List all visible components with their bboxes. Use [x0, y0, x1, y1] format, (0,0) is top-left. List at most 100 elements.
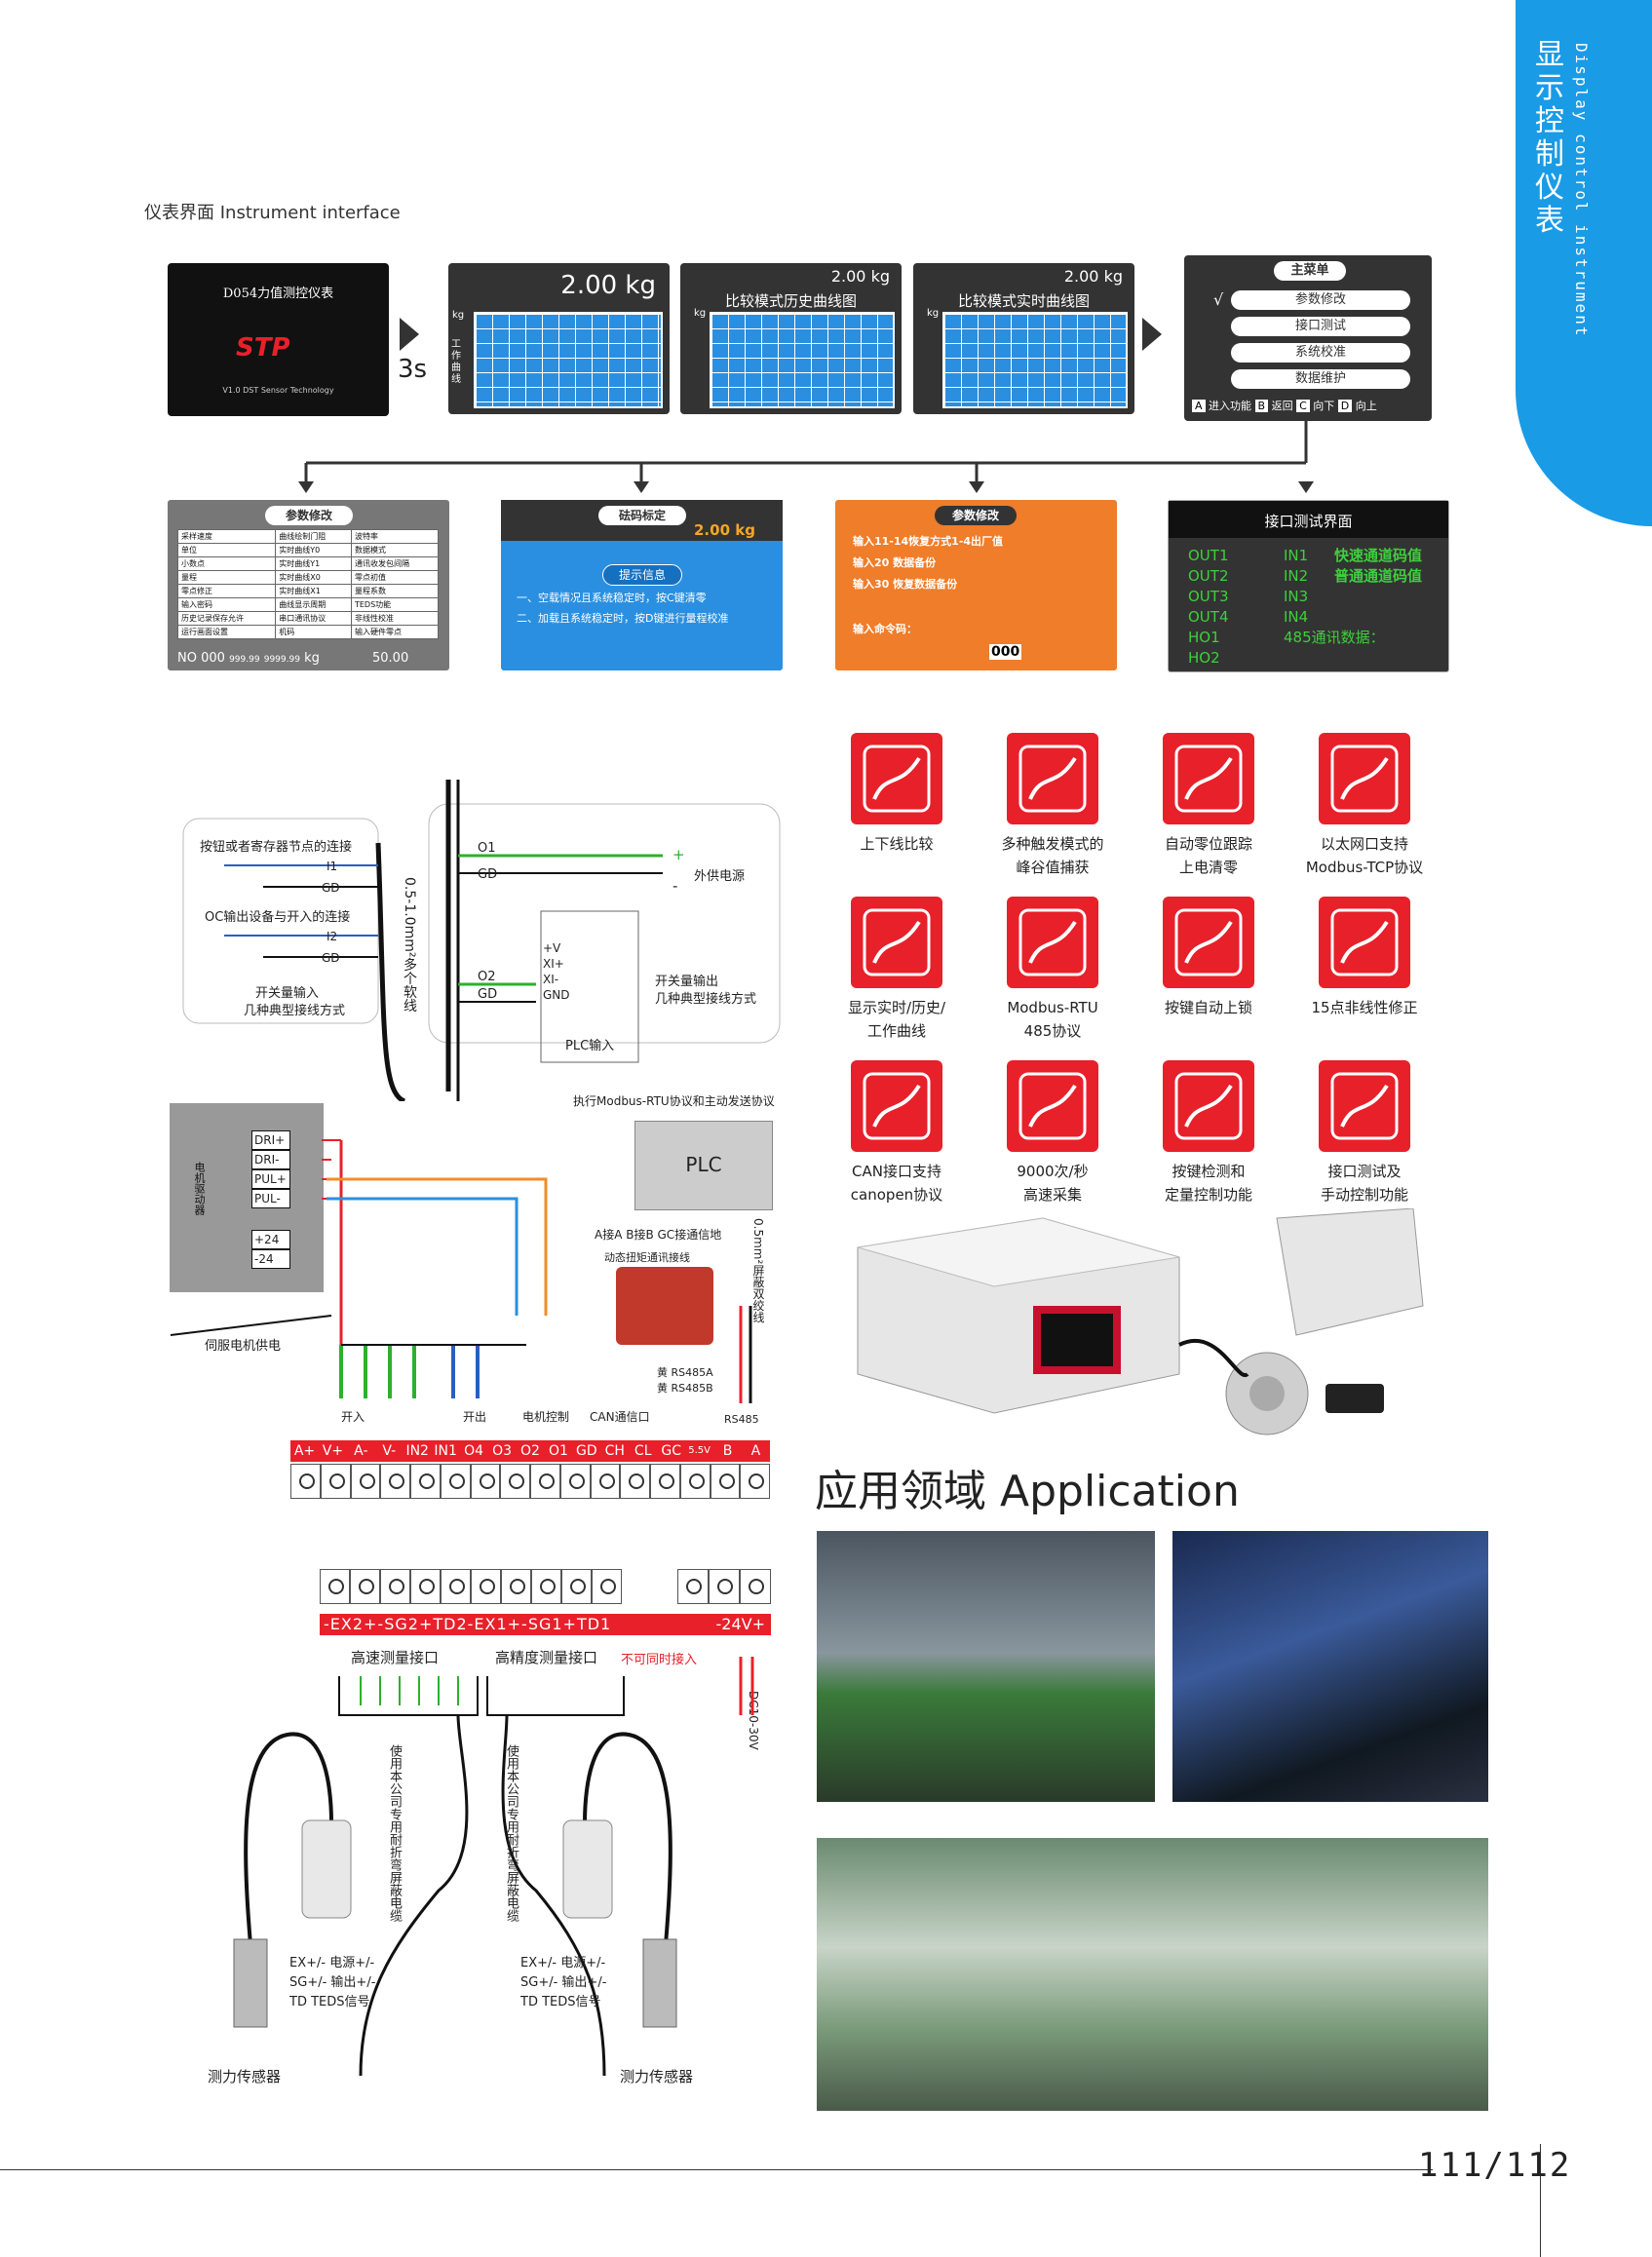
footer-divider-vertical [1540, 2144, 1541, 2257]
table-row: 采样速度曲线绘制门阻波特率 [176, 529, 440, 544]
feature-label: 显示实时/历史/ [847, 999, 946, 1016]
table-cell[interactable]: 串口通讯协议 [275, 611, 352, 626]
terminal-screw[interactable] [350, 1464, 381, 1499]
key-c[interactable]: C [1296, 400, 1310, 412]
table-cell[interactable]: 波特率 [350, 529, 440, 544]
feature-label: Modbus-TCP协议 [1305, 859, 1424, 876]
terminal-screw[interactable] [650, 1464, 680, 1499]
section-label: 仪表界面 Instrument interface [144, 203, 401, 223]
terminal-screw[interactable] [380, 1569, 410, 1604]
bus-label: 开出 [463, 1410, 487, 1424]
key-d[interactable]: D [1337, 400, 1353, 412]
wiring-label: 按钮或者寄存器节点的连接 [200, 840, 353, 855]
terminal-screw[interactable] [710, 1464, 741, 1499]
terminal-screw[interactable] [350, 1569, 380, 1604]
bus-wires [339, 1306, 752, 1403]
terminal-screw[interactable] [740, 1464, 770, 1499]
terminal-screw[interactable] [320, 1464, 351, 1499]
menu-item[interactable]: 参数修改 [1231, 290, 1410, 310]
table-cell[interactable]: 小数点 [176, 556, 277, 571]
terminal-screw[interactable] [441, 1569, 471, 1604]
table-cell[interactable]: 实时曲线Y0 [275, 543, 352, 557]
table-cell[interactable]: 输入密码 [176, 597, 277, 612]
arrow-right-icon [400, 318, 419, 351]
table-cell[interactable]: 机码 [275, 625, 352, 639]
table-cell[interactable]: 量程 [176, 570, 277, 585]
table-cell[interactable]: 历史记录保存允许 [176, 611, 277, 626]
terminal-screw[interactable] [561, 1569, 592, 1604]
terminal-screw[interactable] [320, 1569, 350, 1604]
key-a[interactable]: A [1192, 400, 1206, 412]
terminal-screw[interactable] [709, 1569, 740, 1604]
realtime-value: 2.00 kg [1063, 267, 1123, 286]
plc-protocol: 执行Modbus-RTU协议和主动发送协议 [573, 1094, 775, 1108]
key-b[interactable]: B [1254, 400, 1269, 412]
feature-label: 定量控制功能 [1164, 1186, 1252, 1204]
terminal-screw[interactable] [559, 1464, 591, 1499]
table-cell[interactable]: 零点初值 [350, 570, 440, 585]
table-cell[interactable]: 曲线显示周期 [275, 597, 352, 612]
main-menu-screen: 主菜单 √ 参数修改 接口测试 系统校准 数据维护 A 进入功能 B 返回 C … [1184, 255, 1432, 421]
table-cell[interactable]: 量程系数 [350, 584, 440, 598]
terminal-screw[interactable] [440, 1464, 471, 1499]
table-cell[interactable]: 运行画面设置 [176, 625, 277, 639]
legend-left: EX+/- 电源+/- SG+/- 输出+/- TD TEDS信号 [289, 1954, 375, 2012]
calib-line: 二、加载且系统稳定时，按D键进行量程校准 [517, 612, 729, 625]
table-cell[interactable]: 曲线绘制门阻 [275, 529, 352, 544]
terminal-label: A- [354, 1443, 368, 1459]
menu-item[interactable]: 系统校准 [1231, 343, 1410, 363]
terminal-screw[interactable] [471, 1569, 501, 1604]
table-cell[interactable]: 非线性校准 [350, 611, 440, 626]
menu-item[interactable]: 数据维护 [1231, 369, 1410, 389]
work-curve-unit: kg [452, 310, 465, 321]
plc-cable: 0.5mm²屏蔽双绞线 [751, 1218, 765, 1323]
terminal-screw[interactable] [530, 1464, 560, 1499]
torque-sensor-image [616, 1267, 713, 1345]
restore-cmd-input[interactable]: 000 [989, 644, 1022, 660]
menu-item[interactable]: 接口测试 [1231, 317, 1410, 336]
terminal-screw[interactable] [290, 1464, 321, 1499]
table-cell[interactable]: 实时曲线Y1 [275, 556, 352, 571]
terminal-screw[interactable] [470, 1464, 501, 1499]
calib-info-title: 提示信息 [602, 564, 682, 586]
wiring-label: - [672, 877, 678, 895]
terminal-screw[interactable] [740, 1569, 771, 1604]
table-cell[interactable]: 输入硬件零点 [350, 625, 440, 639]
restore-cmd-label: 输入命令码： [853, 623, 917, 635]
table-cell[interactable]: 数据模式 [350, 543, 440, 557]
terminal-screw[interactable] [501, 1569, 531, 1604]
table-cell[interactable]: 零点修正 [176, 584, 277, 598]
auto-zero-icon [1163, 733, 1254, 824]
terminal-screw[interactable] [531, 1569, 561, 1604]
splash-title: D054力值测控仪表 [222, 287, 334, 301]
calib-value: 2.00 kg [694, 521, 755, 539]
cable-note: 使用本公司专用耐折弯屏蔽电缆 [387, 1744, 402, 1922]
terminal-screw[interactable] [592, 1569, 622, 1604]
in-label: IN1 [1284, 547, 1309, 564]
in-label: IN2 [1284, 567, 1309, 585]
pin-label: XI+ [543, 957, 564, 971]
table-cell[interactable]: 实时曲线X1 [275, 584, 352, 598]
terminal-label: IN1 [434, 1443, 457, 1459]
terminal-screw[interactable] [677, 1569, 709, 1604]
table-cell[interactable]: 采样速度 [176, 529, 277, 544]
wiring-label: GD [478, 987, 498, 1002]
terminal-label: 5.5V [688, 1445, 711, 1456]
iface-header [1169, 501, 1448, 538]
terminal-screw[interactable] [590, 1464, 621, 1499]
feature-label: 上电清零 [1178, 859, 1238, 876]
terminal-screw[interactable] [679, 1464, 711, 1499]
wiring-label: 几种典型接线方式 [655, 992, 757, 1007]
table-cell[interactable]: 实时曲线X0 [275, 570, 352, 585]
table-cell[interactable]: TEDS功能 [350, 597, 440, 612]
terminal-screw[interactable] [410, 1464, 441, 1499]
terminal-screw[interactable] [620, 1464, 650, 1499]
terminal-screw[interactable] [500, 1464, 530, 1499]
terminal-screw[interactable] [380, 1464, 410, 1499]
terminal-label: CL [634, 1443, 652, 1459]
terminal-screw[interactable] [410, 1569, 441, 1604]
table-cell[interactable]: 单位 [176, 543, 277, 557]
feature-item: 自动零位跟踪上电清零 [1135, 733, 1282, 879]
table-cell[interactable]: 通讯收发包间隔 [350, 556, 440, 571]
side-tab-title-en: Display control instrument [1572, 43, 1591, 338]
